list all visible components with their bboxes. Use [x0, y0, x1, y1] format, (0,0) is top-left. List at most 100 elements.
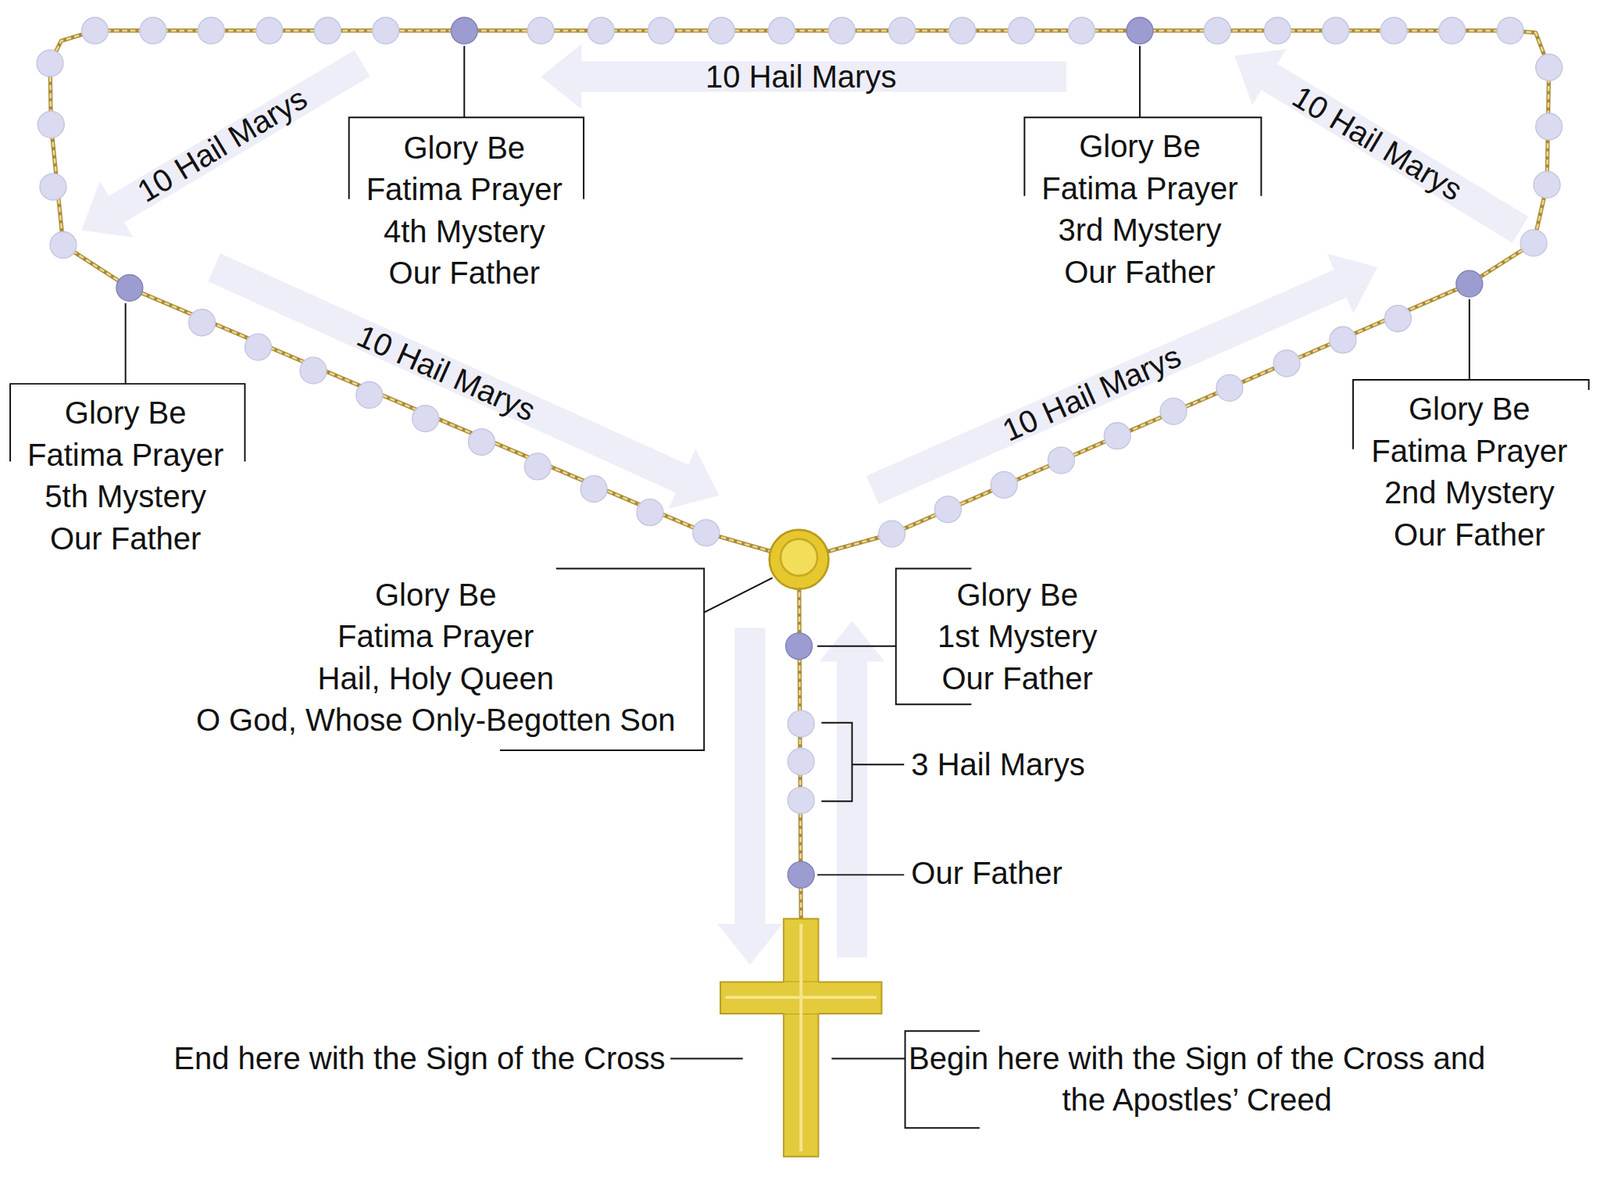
bead [878, 520, 906, 547]
bead [244, 333, 272, 361]
bead [990, 471, 1018, 498]
bead [1535, 53, 1563, 81]
bead [1439, 17, 1466, 44]
prayer-text: Our Father [366, 252, 563, 295]
bead [314, 17, 341, 44]
callout-label: End here with the Sign of the Cross [173, 1039, 665, 1077]
arrow-label: 10 Hail Marys [131, 79, 315, 211]
bead [636, 499, 664, 526]
bead [1216, 374, 1243, 401]
arrow-label: 10 Hail Marys [1285, 77, 1469, 208]
cross-upright [783, 918, 818, 1157]
bead [768, 17, 796, 44]
arrow-label: 10 Hail Marys [705, 57, 897, 96]
bead [949, 17, 976, 44]
bead [372, 17, 400, 44]
bead [197, 17, 225, 44]
prayer-text: Our Father [1371, 514, 1568, 557]
bead [450, 17, 478, 44]
bead [50, 232, 77, 259]
prayer-text: Glory Be [196, 574, 676, 617]
beads [36, 17, 1563, 888]
medal-centre [780, 539, 818, 576]
cross-bevel [725, 995, 877, 999]
chain [50, 30, 1550, 560]
prayer-text: Our Father [937, 657, 1097, 700]
bead [189, 309, 216, 336]
bead [37, 110, 65, 138]
prayer-text: 2nd Mystery [1371, 471, 1568, 515]
prayer-text: 1st Mystery [937, 615, 1097, 658]
prayer-callout: Glory Be1st MysteryOur Father [937, 574, 1097, 700]
bead [787, 860, 815, 888]
prayer-text: Begin here with the Sign of the Cross an… [898, 1037, 1496, 1122]
bead [1520, 229, 1547, 257]
bead [1007, 17, 1035, 44]
direction-arrow [717, 627, 783, 965]
bead [527, 17, 554, 44]
prayer-text: 3rd Mystery [1041, 209, 1238, 252]
direction-arrow [859, 237, 1391, 521]
bead [787, 747, 815, 775]
bead [1203, 17, 1231, 44]
bead [1068, 17, 1096, 44]
prayer-text: Fatima Prayer [196, 615, 676, 658]
centre-medal [769, 529, 829, 590]
prayer-text: O God, Whose Only-Begotten Son [196, 699, 676, 742]
bead [1496, 17, 1524, 44]
bead [300, 357, 327, 384]
bead [587, 17, 615, 44]
bead [889, 17, 916, 44]
bead [1160, 397, 1187, 425]
bead [1322, 17, 1350, 44]
prayer-text: Our Father [1041, 251, 1238, 294]
bead [828, 17, 856, 44]
bead [1533, 171, 1561, 198]
prayer-text: Fatima Prayer [1041, 167, 1238, 211]
bead [647, 17, 675, 44]
leader-lines [10, 46, 1590, 1128]
bead [1380, 17, 1408, 44]
prayer-text: Our Father [27, 517, 224, 561]
bead [692, 519, 720, 547]
bead [524, 453, 551, 480]
bead [1126, 17, 1154, 44]
callout-label: Our Father [910, 853, 1062, 892]
bead [412, 405, 440, 433]
arrow-label: 10 Hail Marys [350, 316, 541, 429]
bead [139, 17, 167, 44]
prayer-text: Glory Be [1041, 125, 1238, 168]
direction-arrows [64, 28, 1538, 965]
direction-arrow [64, 35, 379, 258]
bead [468, 428, 496, 456]
prayer-text: Glory Be [27, 392, 224, 435]
bead [356, 382, 383, 409]
prayer-text: Glory Be [937, 574, 1097, 617]
bead [1384, 305, 1411, 333]
bead [785, 632, 813, 660]
bead [787, 786, 815, 814]
direction-arrow [1217, 28, 1537, 258]
bead [116, 274, 143, 301]
bead [787, 710, 815, 737]
bead [580, 475, 608, 503]
callout-label: 3 Hail Marys [910, 745, 1085, 783]
bead [934, 496, 961, 523]
bead [1329, 326, 1357, 354]
bead [1047, 446, 1075, 474]
bead [81, 17, 108, 44]
prayer-callout: Glory BeFatima Prayer5th MysteryOur Fath… [27, 392, 224, 560]
crucifix [720, 918, 882, 1157]
callout-bracket [821, 722, 904, 802]
arrow-label: 10 Hail Marys [996, 336, 1187, 449]
prayer-callout: Glory BeFatima Prayer2nd MysteryOur Fath… [1371, 388, 1568, 556]
prayer-callout: Glory BeFatima PrayerHail, Holy QueenO G… [196, 574, 676, 742]
leader-line [817, 873, 904, 875]
direction-arrow [200, 237, 733, 525]
prayer-callout: Glory BeFatima Prayer3rd MysteryOur Fath… [1041, 125, 1238, 293]
bead [36, 50, 64, 77]
callout-bracket [1353, 299, 1590, 450]
prayer-text: Fatima Prayer [366, 168, 563, 211]
